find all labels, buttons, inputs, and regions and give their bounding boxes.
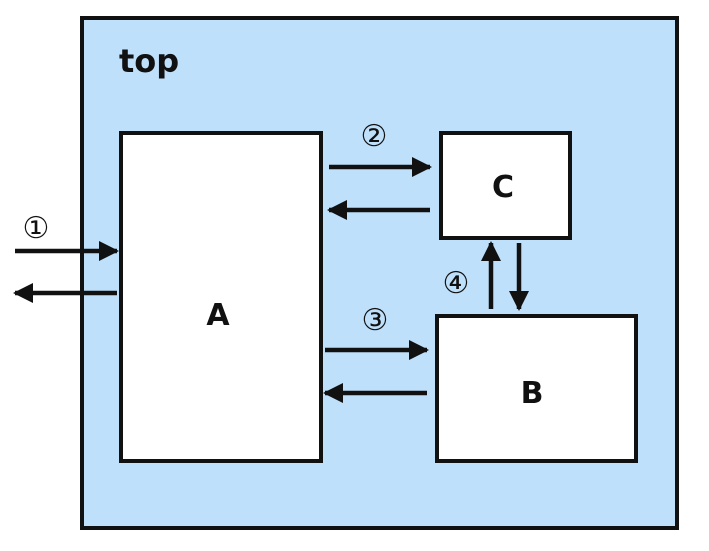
- interface-3-label: ③: [362, 303, 389, 338]
- block-a: [119, 131, 323, 463]
- interface-4-label: ④: [443, 266, 470, 301]
- interface-2-label: ②: [361, 119, 388, 154]
- top-module-label: top: [119, 42, 179, 80]
- block-b-label: B: [521, 376, 544, 411]
- block-c: [439, 131, 572, 240]
- block-b: [435, 314, 638, 463]
- block-c-label: C: [492, 170, 514, 205]
- interface-1-label: ①: [23, 211, 50, 246]
- block-a-label: A: [206, 298, 230, 333]
